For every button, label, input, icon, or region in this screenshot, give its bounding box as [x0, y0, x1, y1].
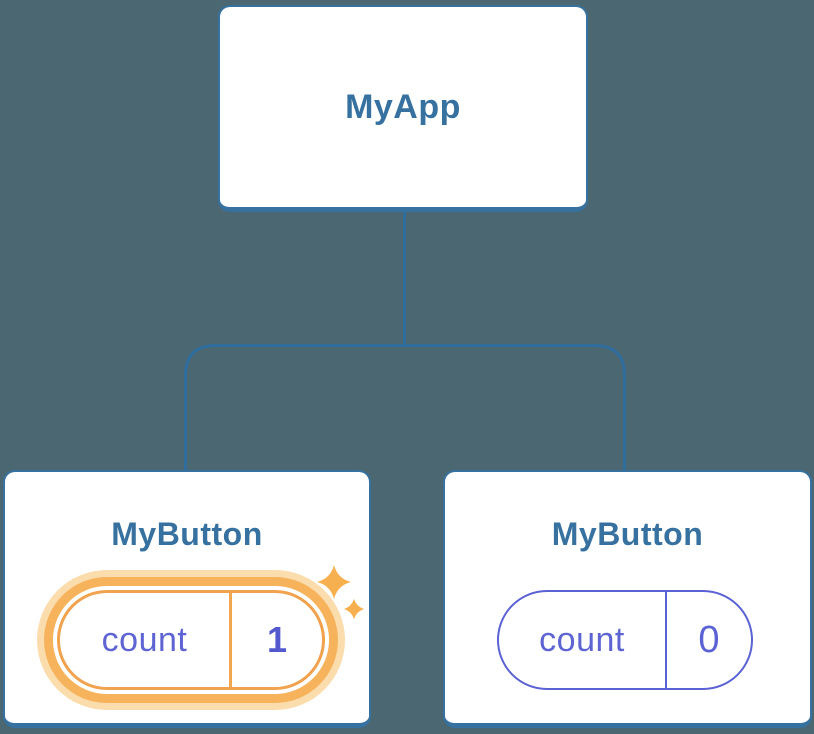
node-mybutton-left-label: MyButton	[111, 516, 263, 552]
node-mybutton-right-label: MyButton	[551, 516, 704, 552]
state-pill-highlighted: count 1	[57, 590, 325, 690]
state-value: 0	[698, 618, 720, 661]
node-myapp-card: MyApp	[218, 5, 588, 212]
connector-branch	[184, 344, 626, 472]
node-myapp-label: MyApp	[345, 88, 461, 126]
state-key-label: count	[60, 593, 232, 687]
state-value: 1	[266, 619, 288, 660]
state-pill: count 0	[497, 590, 753, 690]
state-key-label: count	[499, 592, 667, 688]
